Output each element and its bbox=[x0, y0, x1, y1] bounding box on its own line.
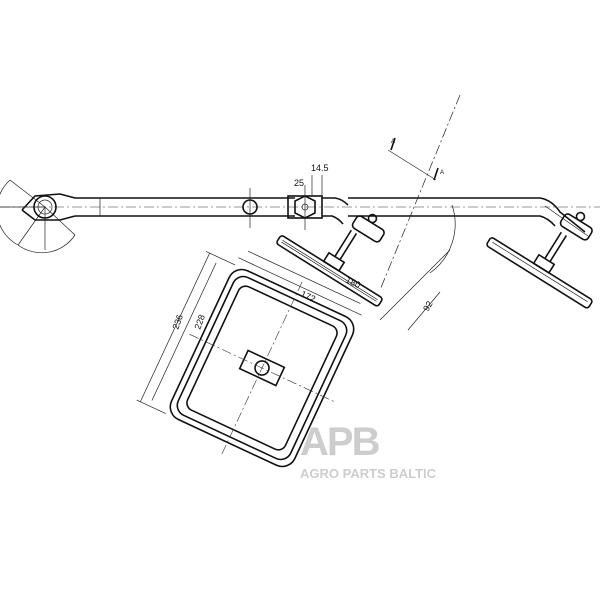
dim-92: 92 bbox=[421, 299, 435, 313]
section-mark-a-1: A bbox=[391, 139, 395, 145]
dim-25: 25 bbox=[294, 178, 304, 188]
dim-236: 236 bbox=[170, 313, 185, 331]
pivot-angle-arcs bbox=[0, 179, 76, 254]
watermark-text: AGRO PARTS BALTIC bbox=[300, 466, 437, 481]
ball-joint bbox=[33, 195, 57, 219]
dimension-lines bbox=[379, 94, 461, 331]
section-mark-a-2: A bbox=[440, 170, 444, 176]
mirror-front-view bbox=[136, 250, 362, 468]
dim-14-5: 14.5 bbox=[311, 163, 329, 173]
mirror-head-2 bbox=[486, 231, 593, 309]
mirror-head-1 bbox=[276, 229, 383, 307]
watermark-logo: APB bbox=[300, 420, 380, 464]
clamp-1 bbox=[351, 213, 385, 243]
clamp-2 bbox=[559, 211, 593, 241]
dim-228: 228 bbox=[192, 313, 207, 331]
mirror-arm bbox=[0, 175, 600, 237]
